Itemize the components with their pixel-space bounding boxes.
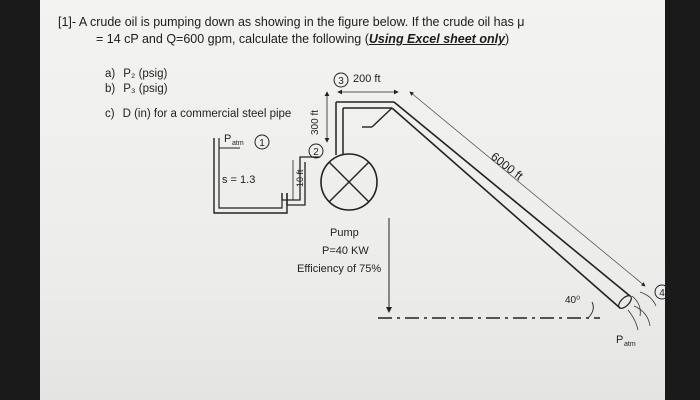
patm-right-p: P [616,334,623,346]
dim-10ft: 10 ft [292,160,305,200]
question-b: b) P₃ (psig) [105,82,291,97]
pump-symbol [320,153,378,211]
suction-pipe [281,156,320,206]
specific-gravity-label: s = 1.3 [222,174,255,186]
node-1-marker: 1 [254,134,270,150]
svg-text:6000 ft: 6000 ft [488,149,526,183]
patm-left-sub: atm [232,140,244,147]
svg-text:2: 2 [313,147,319,158]
datum-line [378,218,600,319]
diagonal-pipe [362,101,632,309]
pump-label: Pump [330,227,359,239]
svg-text:4: 4 [659,288,665,299]
question-letter: c) [105,108,115,120]
problem-line-2-end: ) [505,32,510,46]
question-a: a) P₂ (psig) [105,67,291,82]
question-text: D (in) for a commercial steel pipe [122,108,292,120]
patm-left-label: P atm [224,133,244,147]
question-c: c) D (in) for a commercial steel pipe [105,107,291,122]
question-letter: b) [105,83,116,95]
svg-text:3: 3 [338,76,344,87]
question-text: P₂ (psig) [123,68,168,80]
problem-number: [1]- [58,15,77,29]
pump-power: P=40 KW [322,245,369,257]
svg-text:300 ft: 300 ft [310,110,321,135]
angle-marker: 40⁰ [565,295,594,319]
node-3-marker: 3 [333,72,349,88]
excel-requirement: Using Excel sheet only [368,32,506,46]
outlet-spray [627,291,657,331]
node-2-marker: 2 [308,143,324,159]
question-letter: a) [105,68,116,80]
patm-left-p: P [224,133,231,145]
dim-200ft: 200 ft [337,73,399,95]
discharge-riser [335,101,394,155]
pump-efficiency: Efficiency of 75% [297,263,381,275]
svg-text:40⁰: 40⁰ [565,295,580,306]
dim-300ft: 300 ft [310,91,330,143]
node-4-marker: 4 [654,284,670,300]
svg-text:200 ft: 200 ft [353,73,381,85]
question-list: a) P₂ (psig) b) P₃ (psig) c) D (in) for … [105,67,291,122]
patm-right-sub: atm [624,341,636,348]
problem-line-2: = 14 cP and Q=600 gpm, calculate the fol… [96,32,369,46]
svg-text:10 ft: 10 ft [295,169,305,187]
problem-statement: [1]- A crude oil is pumping down as show… [58,14,538,48]
patm-right-label: P atm [616,334,636,348]
dim-6000ft: 6000 ft [409,91,646,287]
problem-line-1: A crude oil is pumping down as showing i… [78,15,525,29]
question-text: P₃ (psig) [123,83,168,95]
svg-text:1: 1 [259,138,265,149]
